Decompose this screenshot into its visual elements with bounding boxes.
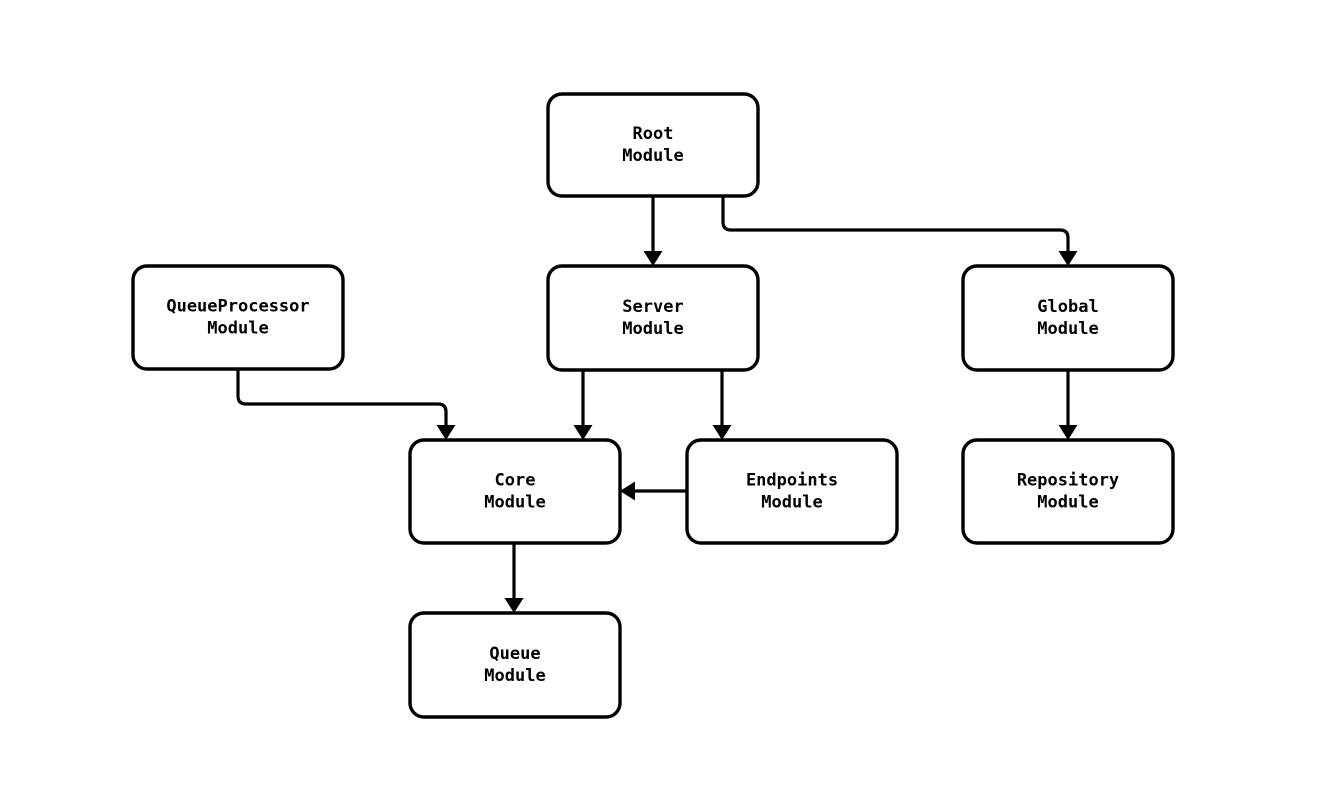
arrowhead-icon-endpoints-to-core: [620, 481, 635, 501]
node-label-line1-queue: Queue: [489, 644, 540, 664]
node-label-line2-server: Module: [622, 319, 683, 339]
edge-server-to-core: [573, 370, 593, 440]
node-box-queueprocessor[interactable]: [131, 264, 345, 371]
edge-root-to-server: [643, 196, 663, 266]
node-label-line2-root: Module: [622, 146, 683, 166]
nodes-layer: RootModuleQueueProcessorModuleServerModu…: [131, 92, 1175, 719]
node-box-core[interactable]: [408, 438, 622, 545]
node-label-line1-global: Global: [1037, 297, 1098, 317]
node-label-line1-queueprocessor: QueueProcessor: [166, 297, 309, 317]
arrowhead-icon-root-to-global: [1058, 251, 1078, 266]
node-label-line2-repository: Module: [1037, 493, 1098, 513]
node-label-line1-core: Core: [495, 471, 536, 491]
node-label-line2-queueprocessor: Module: [207, 319, 268, 339]
edge-line-queueprocessor-to-core: [236, 369, 448, 425]
edges-layer: [236, 196, 1078, 613]
edge-server-to-endpoints: [712, 370, 732, 440]
arrowhead-icon-core-to-queue: [504, 598, 524, 613]
node-label-line2-endpoints: Module: [761, 493, 822, 513]
edge-global-to-repository: [1058, 370, 1078, 440]
edge-queueprocessor-to-core: [236, 369, 456, 440]
node-label-line1-repository: Repository: [1017, 471, 1119, 491]
node-box-server[interactable]: [546, 264, 760, 372]
node-box-queue[interactable]: [408, 611, 622, 719]
arrowhead-icon-queueprocessor-to-core: [436, 425, 456, 440]
node-box-global[interactable]: [961, 264, 1175, 372]
arrowhead-icon-root-to-server: [643, 251, 663, 266]
node-label-line1-server: Server: [622, 297, 683, 317]
node-label-line1-root: Root: [633, 124, 674, 144]
node-label-line2-global: Module: [1037, 319, 1098, 339]
node-label-line2-core: Module: [484, 493, 545, 513]
arrowhead-icon-server-to-endpoints: [712, 425, 732, 440]
node-box-root[interactable]: [546, 92, 760, 198]
edge-core-to-queue: [504, 543, 524, 613]
node-box-repository[interactable]: [961, 438, 1175, 545]
edge-root-to-global: [721, 196, 1078, 266]
edge-endpoints-to-core: [620, 481, 687, 501]
arrowhead-icon-global-to-repository: [1058, 425, 1078, 440]
node-label-line2-queue: Module: [484, 666, 545, 686]
node-label-line1-endpoints: Endpoints: [746, 471, 838, 491]
node-box-endpoints[interactable]: [685, 438, 899, 545]
arrowhead-icon-server-to-core: [573, 425, 593, 440]
edge-line-root-to-global: [721, 196, 1070, 251]
